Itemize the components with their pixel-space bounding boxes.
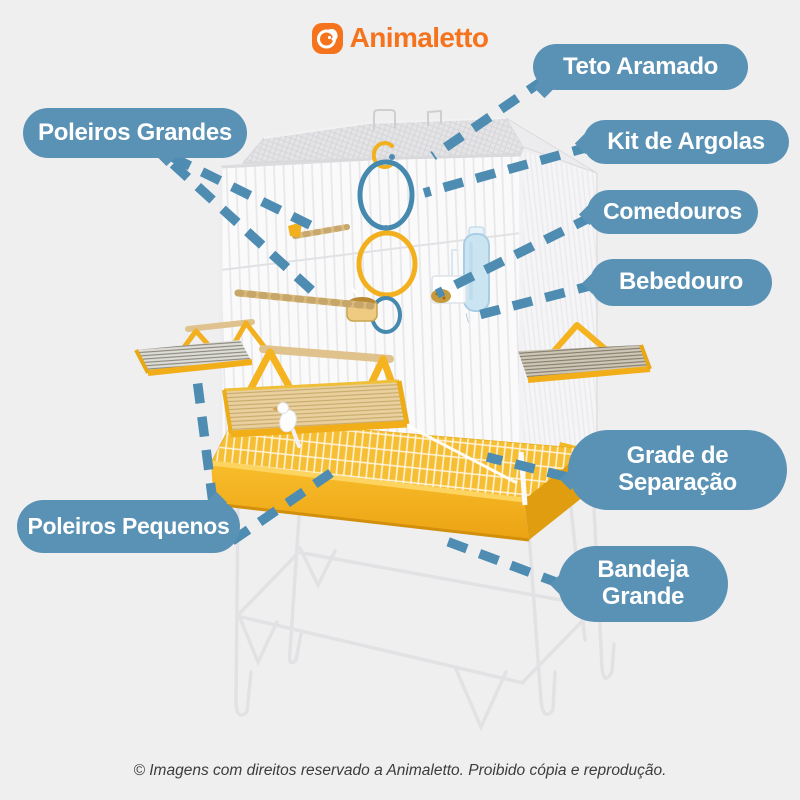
brand-name: Animaletto <box>349 22 489 53</box>
center-platform-perch <box>222 345 410 438</box>
brand-logo: Animaletto <box>0 22 800 54</box>
water-bottle <box>451 226 490 312</box>
callout-line-kit-de-argolas <box>422 141 594 198</box>
callout-bebedouro: Bebedouro <box>581 259 772 306</box>
callout-poleiros-pequenos: Poleiros Pequenos <box>17 491 240 553</box>
callout-label: Bandeja Grande <box>597 556 689 610</box>
cage-roof <box>241 109 598 174</box>
callout-line-grade-separacao <box>485 452 569 482</box>
callout-line-comedouros <box>434 211 596 299</box>
callout-label: Poleiros Grandes <box>38 118 232 146</box>
callout-line-teto-aramado <box>430 75 548 160</box>
callout-label: Kit de Argolas <box>607 127 765 155</box>
callout-kit-de-argolas: Kit de Argolas <box>574 120 789 164</box>
right-platform-perch <box>518 322 652 383</box>
hanging-hook <box>371 141 395 169</box>
cage-tray <box>210 412 601 542</box>
callout-label: Bebedouro <box>619 268 743 296</box>
callout-line-bandeja-grande <box>436 533 563 589</box>
callout-label: Grade de Separação <box>618 442 737 496</box>
bird <box>272 402 301 448</box>
callout-label: Comedouros <box>603 198 742 225</box>
ring-kit <box>356 159 418 334</box>
callout-grade-de-separacao: Grade de Separação <box>559 430 787 510</box>
callout-poleiros-grandes: Poleiros Grandes <box>23 108 247 167</box>
callout-label: Teto Aramado <box>562 52 719 80</box>
callout-line-poleiros-grandes-1 <box>169 152 321 234</box>
callout-bandeja-grande: Bandeja Grande <box>549 546 728 622</box>
callout-label: Poleiros Pequenos <box>27 512 230 539</box>
callout-line-bebedouro <box>465 279 599 323</box>
left-platform-perch <box>134 319 269 376</box>
animaletto-logo-icon <box>311 22 343 54</box>
callout-comedouros: Comedouros <box>578 190 758 234</box>
stick-perches <box>234 222 375 310</box>
callout-teto-aramado: Teto Aramado <box>533 44 748 99</box>
copyright-notice: © Imagens com direitos reservado a Anima… <box>133 762 667 779</box>
callout-line-poleiros-pequenos-1 <box>191 370 218 504</box>
